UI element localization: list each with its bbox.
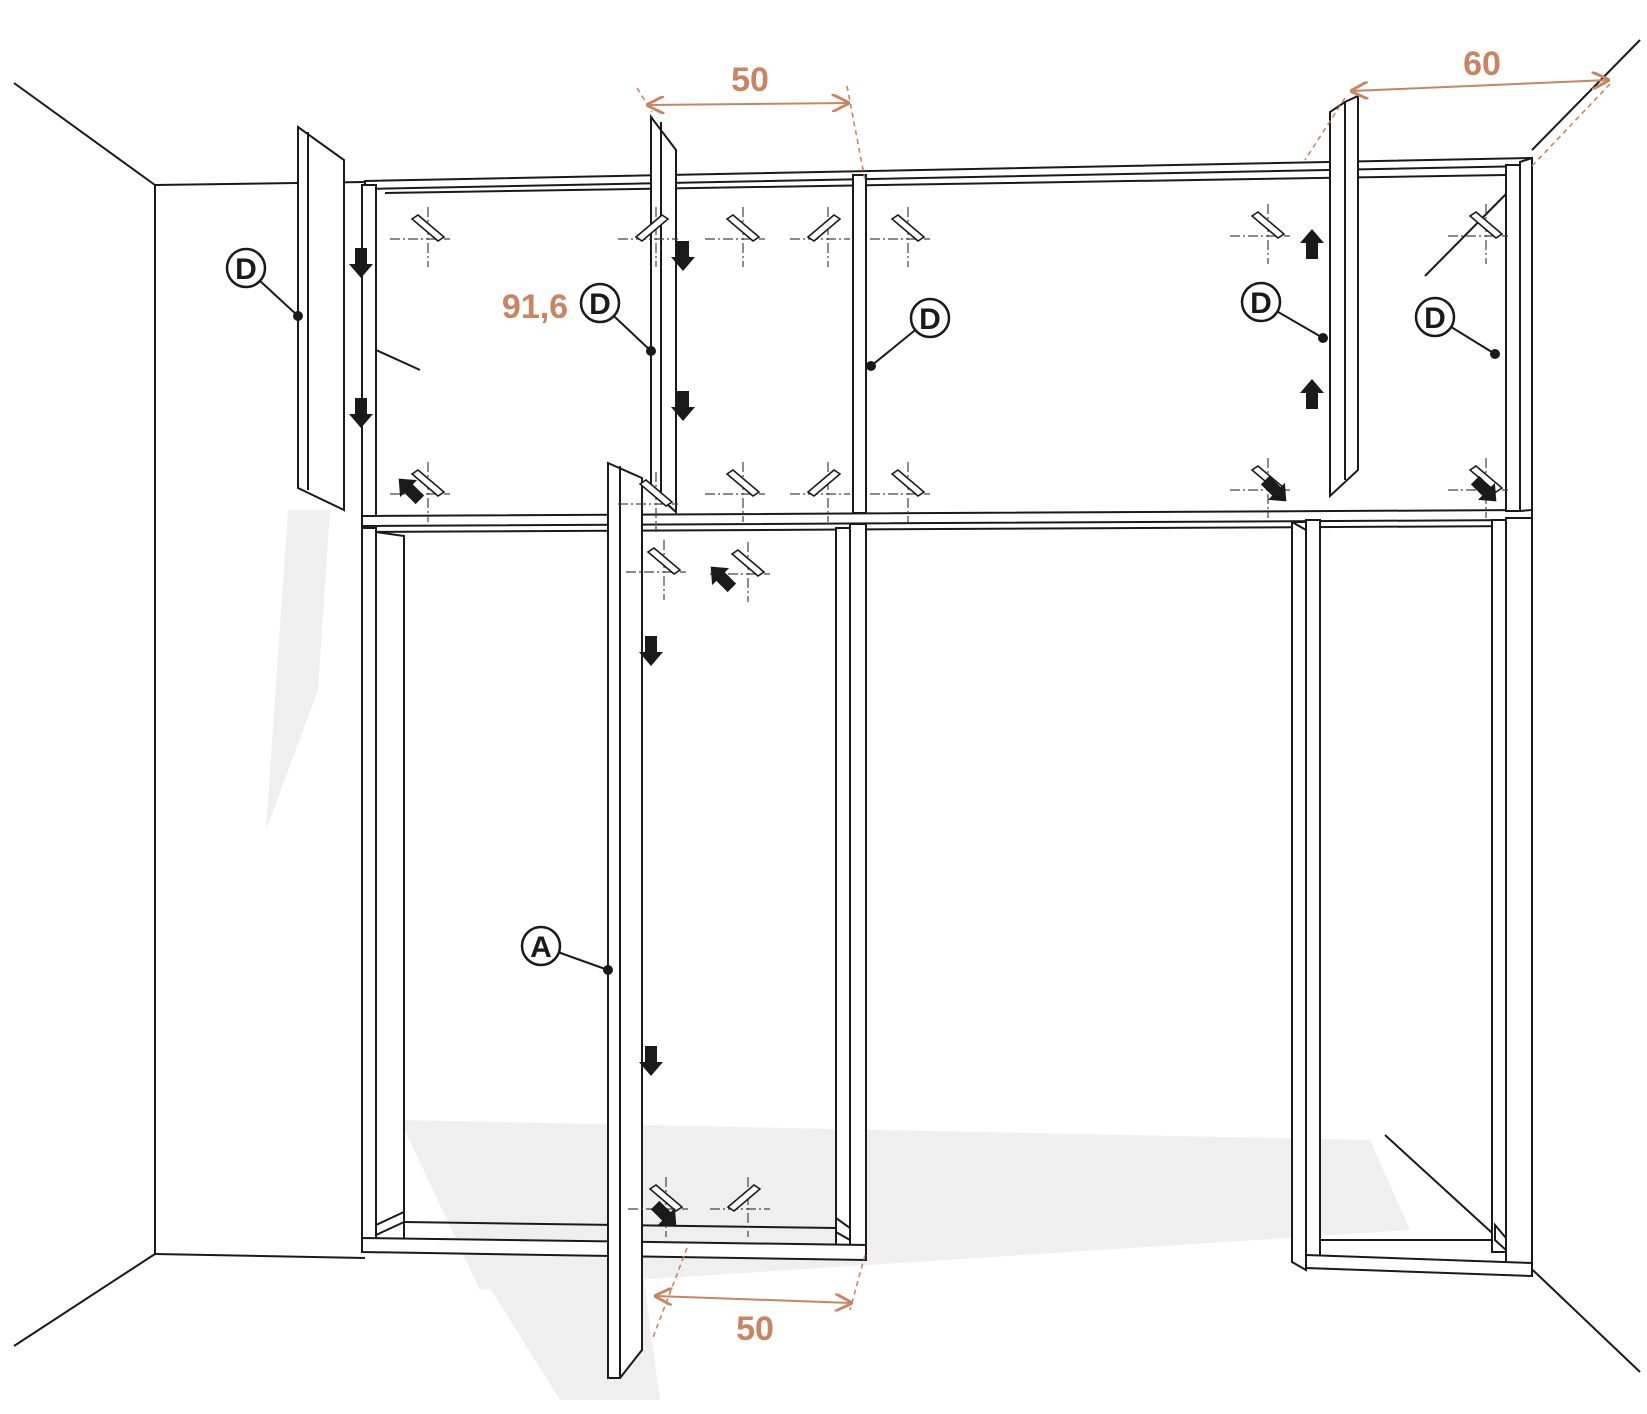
hinge-icon [390, 207, 450, 267]
hinge-icon [710, 1177, 770, 1237]
direction-arrow-icon [398, 478, 425, 505]
direction-arrow-icon [1470, 475, 1497, 502]
door-upper-right [1329, 94, 1359, 499]
hinge-icon [790, 207, 850, 267]
hinge-icon [1230, 204, 1290, 264]
dimension-bottom-width: 50 [651, 1247, 866, 1348]
dimension-label-bottom: 50 [736, 1310, 774, 1348]
dimension-label-right: 60 [1463, 45, 1501, 83]
direction-arrow-icon [639, 636, 663, 666]
callout-d-2: D [579, 282, 656, 356]
door-upper-middle-left [650, 114, 677, 515]
direction-arrow-icon [349, 248, 373, 278]
callout-letter: D [1250, 287, 1272, 320]
callout-d-1: D [225, 247, 303, 321]
lower-cabinet-right [1291, 517, 1533, 1278]
direction-arrow-icon [639, 1046, 663, 1076]
callout-d-3: D [866, 297, 951, 371]
hinge-icon [790, 462, 850, 522]
dimension-label-top: 50 [731, 61, 769, 99]
callout-letter: D [919, 303, 941, 336]
direction-arrow-icon [671, 391, 695, 421]
callout-d-4: D [1240, 281, 1328, 343]
direction-arrow-icon [1260, 475, 1287, 502]
direction-arrow-icon [710, 566, 737, 593]
callout-letter: D [1424, 302, 1446, 335]
hinge-icon [870, 462, 930, 522]
hinge-icon [705, 207, 765, 267]
door-upper-left [297, 125, 345, 512]
hinge-icon [626, 540, 686, 600]
hinge-icon [1448, 204, 1508, 264]
direction-arrow-icon [671, 241, 695, 271]
hinge-icon [705, 462, 765, 522]
callout-letter: D [235, 253, 257, 286]
direction-arrows [349, 229, 1497, 1227]
hinge-icon [618, 472, 678, 532]
direction-arrow-icon [1300, 229, 1324, 259]
dimension-right-depth: 60 [1304, 45, 1611, 167]
callout-d-5: D [1414, 296, 1500, 359]
dimension-top-width: 50 [636, 61, 866, 181]
callout-letter: A [530, 931, 552, 964]
hinge-icon [628, 1177, 688, 1237]
callout-a: A [520, 925, 613, 975]
direction-arrow-icon [349, 398, 373, 428]
direction-arrow-icon [650, 1200, 677, 1227]
dimension-label-height: 91,6 [502, 288, 568, 326]
hinges [390, 204, 1508, 1237]
hinge-icon [618, 207, 678, 267]
direction-arrow-icon [1300, 379, 1324, 409]
door-lower-left [607, 461, 643, 1379]
callout-letter: D [589, 288, 611, 321]
hinge-icon [870, 207, 930, 267]
dimension-height: 91,6 [502, 288, 568, 326]
